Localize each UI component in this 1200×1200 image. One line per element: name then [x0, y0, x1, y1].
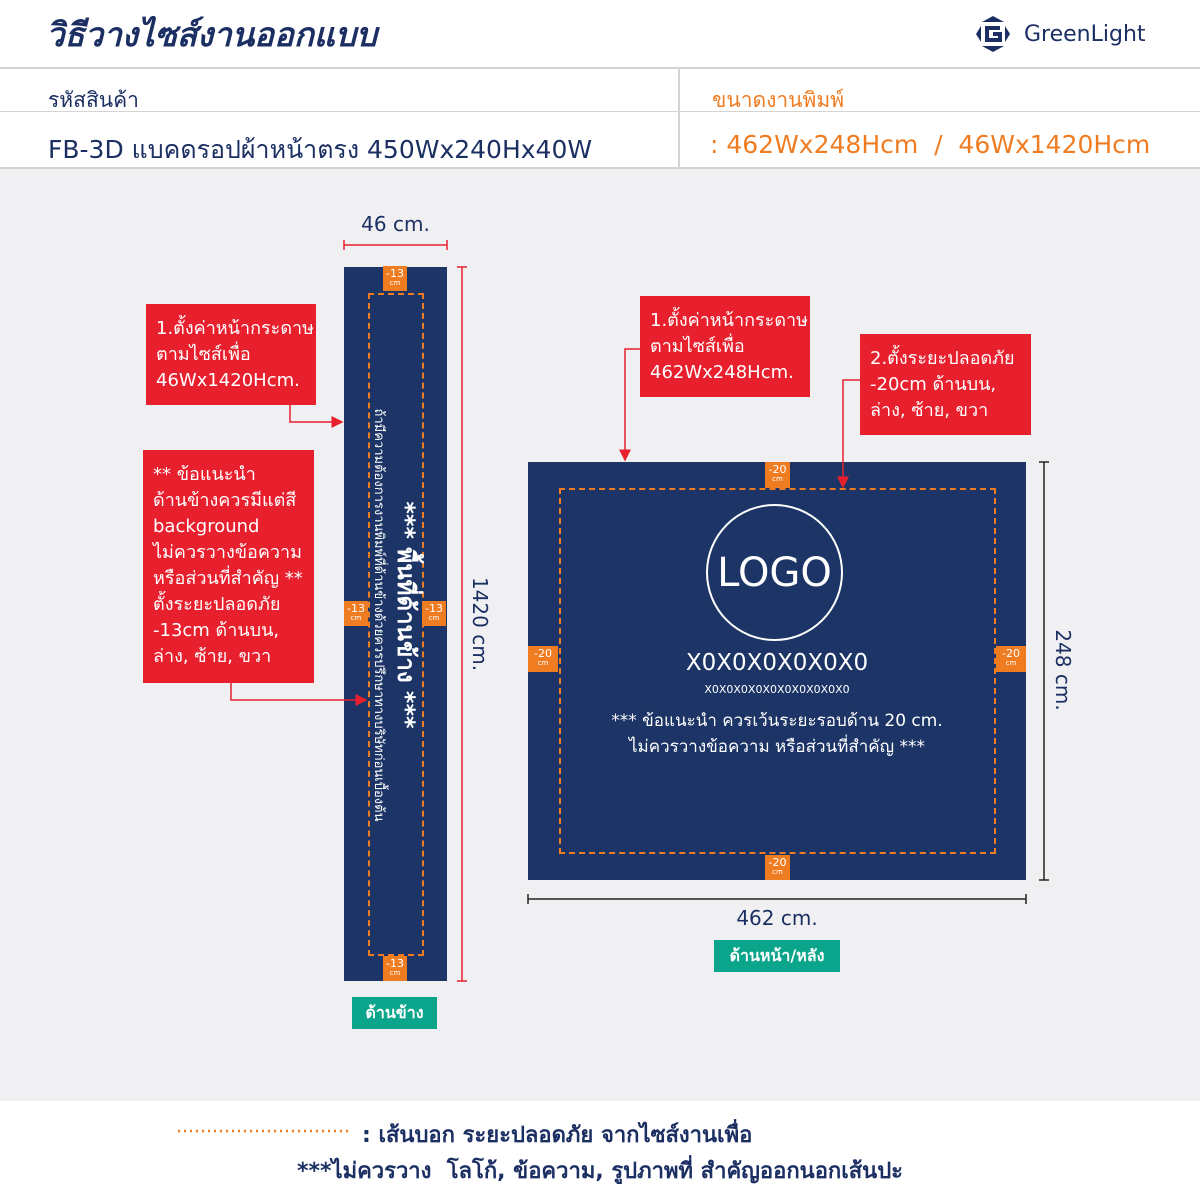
- brand-logo: GreenLight: [972, 14, 1146, 54]
- callout-front-safe-margin: 2.ตั้งระยะปลอดภัย-20cm ด้านบน,ล่าง, ซ้าย…: [860, 334, 1031, 435]
- product-code-label: รหัสสินค้า: [48, 88, 139, 112]
- page-title: วิธีวางไซส์งานออกแบบ: [46, 15, 377, 54]
- front-safe-area: [559, 488, 996, 854]
- brand-name: GreenLight: [1024, 21, 1146, 47]
- print-size-value: : 462Wx248Hcm / 46Wx1420Hcm: [710, 130, 1151, 159]
- footer-line-1: : เส้นบอก ระยะปลอดภัย จากไซส์งานเพื่อ: [362, 1123, 753, 1148]
- product-code-value: FB-3D แบคดรอปผ้าหน้าตรง 450Wx240Hx40W: [48, 135, 593, 164]
- divider: [0, 111, 1200, 112]
- side-panel-label: ด้านข้าง: [352, 997, 437, 1029]
- print-size-label: ขนาดงานพิมพ์: [712, 88, 845, 112]
- divider: [678, 68, 680, 168]
- front-width-dim: 462 cm.: [736, 906, 818, 930]
- divider: [0, 67, 1200, 69]
- text-small: X0X0X0X0X0X0X0X0X0X0: [704, 683, 850, 696]
- text-large: X0X0X0X0X0X0: [685, 650, 869, 676]
- side-width-dim: 46 cm.: [361, 212, 430, 236]
- footer-line-2: ***ไม่ควรวาง โลโก้, ข้อความ, รูปภาพที่ ส…: [296, 1159, 903, 1184]
- front-panel-label: ด้านหน้า/หลัง: [714, 940, 840, 972]
- front-note-2: ไม่ควรวางข้อความ หรือส่วนที่สำคัญ ***: [628, 737, 926, 757]
- divider: [0, 167, 1200, 169]
- front-note-1: *** ข้อแนะนำ ควรเว้นระยะรอบด้าน 20 cm.: [611, 711, 943, 731]
- greenlight-logo-icon: [976, 16, 1010, 52]
- logo-placeholder: LOGO: [706, 504, 843, 641]
